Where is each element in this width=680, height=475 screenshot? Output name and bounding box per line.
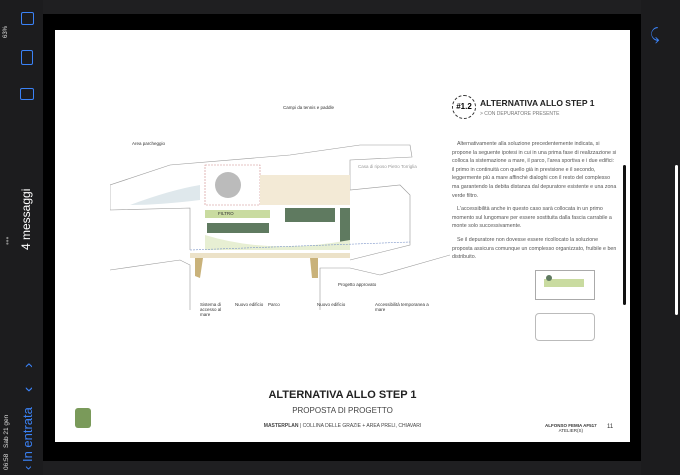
new-building-2	[285, 208, 335, 222]
description: Alternativamente alla soluzione preceden…	[452, 140, 617, 267]
status-time: 06:58	[3, 453, 10, 470]
back-chevron-icon: ‹	[20, 462, 35, 470]
tennis-courts	[260, 175, 350, 205]
footer-masterplan: MASTERPLAN	[263, 423, 299, 429]
approved-building	[340, 208, 350, 243]
label-new-building-2: Nuovo edificio	[317, 302, 346, 307]
depuratore-circle	[215, 172, 241, 198]
page-number: 11	[607, 424, 614, 430]
masterplan-diagram	[110, 144, 450, 310]
status-date: Sab 21 gen	[3, 414, 10, 448]
label-new-building-1: Nuovo edificio	[235, 302, 264, 307]
thumbnail-plan	[535, 270, 595, 300]
mail-toolbar: 06:58 Sab 21 gen 63% ••• 4 messaggi › ‹ …	[0, 0, 43, 475]
step-badge: #1.2	[452, 95, 476, 119]
paragraph: L'accessibilità anche in questo caso sar…	[452, 206, 612, 230]
label-parking: Area parcheggio	[132, 141, 166, 146]
paragraph: Alternativamente alla soluzione preceden…	[452, 141, 617, 199]
municipal-crest-logo	[75, 408, 91, 428]
right-toolbar: ⤹	[641, 0, 680, 475]
footer-location: | COLLINA DELLE GRAZIE + AREA PRELI, CHI…	[298, 423, 422, 429]
label-tennis: Campi da tennis e paddle	[283, 105, 335, 110]
chevron-down-icon[interactable]: ›	[20, 362, 37, 368]
back-button[interactable]: ‹ In entrata	[20, 407, 35, 470]
trash-icon[interactable]	[20, 88, 34, 100]
thumbnail-section	[535, 313, 595, 341]
section-subheading: > CON DEPURATORE PRESENTE	[480, 111, 560, 117]
page-scrollbar[interactable]	[623, 165, 626, 305]
folder-icon[interactable]	[21, 50, 33, 65]
section-heading: ALTERNATIVA ALLO STEP 1	[480, 98, 595, 108]
park	[205, 235, 350, 250]
scrollbar[interactable]	[675, 165, 678, 315]
reply-icon[interactable]: ⤹	[650, 27, 660, 44]
footer-title: ALTERNATIVA ALLO STEP 1	[268, 389, 417, 401]
pdf-page: Campi da tennis e paddle Area parcheggio…	[55, 30, 630, 442]
footer-location-line: MASTERPLAN | COLLINA DELLE GRAZIE + AREA…	[55, 423, 630, 429]
chevron-up-icon[interactable]: ‹	[20, 386, 37, 392]
label-temp-access: Accessibilità temporanea a mare	[375, 302, 429, 312]
status-battery: 63%	[3, 25, 9, 38]
label-access-sea: Sistema di accesso al mare	[200, 302, 222, 317]
compose-icon[interactable]	[21, 12, 34, 25]
label-park: Parco	[268, 302, 280, 307]
label-casa: Casa di riposo Pietro Torriglia	[358, 164, 417, 169]
footer-subtitle: PROPOSTA DI PROGETTO	[292, 406, 393, 415]
back-label: In entrata	[20, 407, 35, 463]
label-filtro: FILTRO	[218, 211, 234, 216]
paragraph: Se il depuratore non dovesse essere rico…	[452, 236, 617, 261]
message-count: 4 messaggi	[19, 188, 33, 250]
more-button[interactable]: •••	[3, 236, 12, 245]
parking-area	[130, 185, 200, 205]
label-approved: Progetto approvato	[338, 282, 377, 287]
filtro-zone	[205, 210, 270, 218]
new-building-1	[207, 223, 269, 233]
